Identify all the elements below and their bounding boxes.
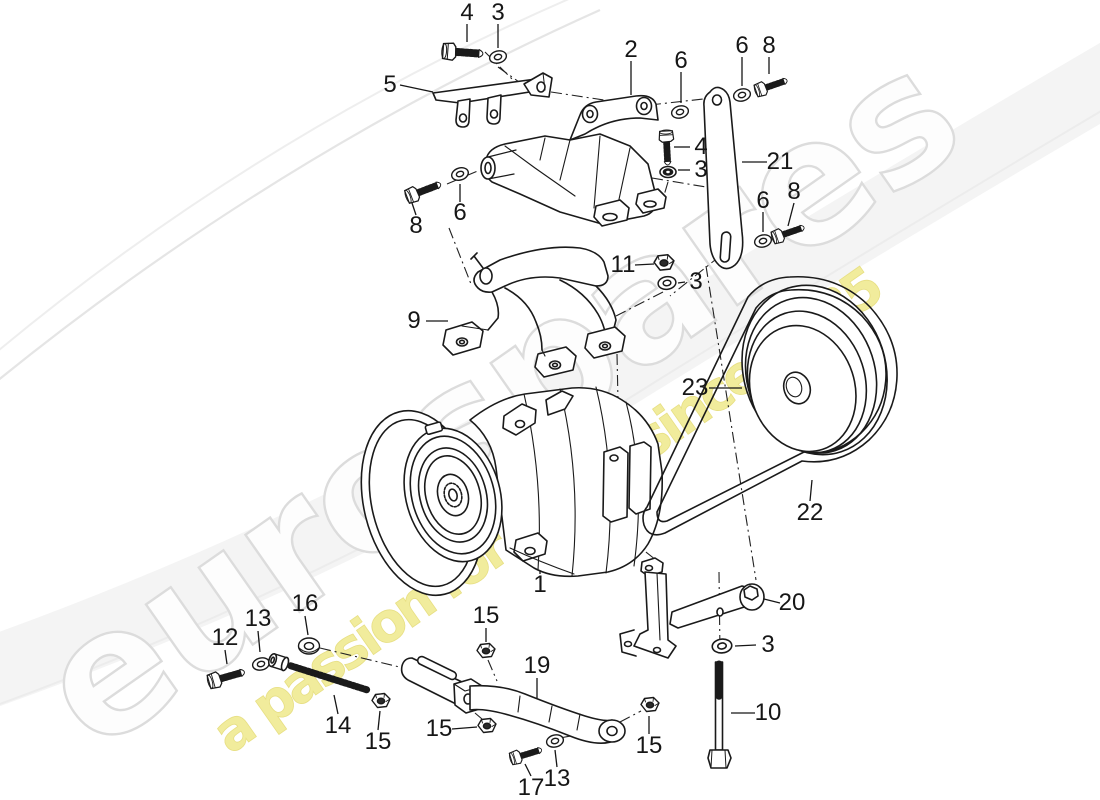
part-21-adjusting-strap xyxy=(703,86,744,270)
part-22-drive-belt xyxy=(642,275,898,536)
part-washer-6-left xyxy=(449,164,471,184)
part-bolt-10-long xyxy=(707,660,732,769)
part-bolt-4-top xyxy=(441,42,483,62)
part-nut-15-c xyxy=(477,717,497,734)
part-bolt-14-long xyxy=(267,653,371,694)
part-19-support-arm xyxy=(400,655,626,744)
part-nut-15-b xyxy=(476,642,496,659)
part-bolt-8-left xyxy=(403,177,443,205)
part-23-idler-pulley xyxy=(741,284,888,456)
part-washer-13-bot xyxy=(544,732,566,750)
part-washer-6-strap-top xyxy=(731,86,753,104)
part-20-mounting-bracket xyxy=(619,557,765,659)
part-nut-15-d xyxy=(640,696,660,713)
part-2-compressor-bracket xyxy=(480,94,667,227)
part-washer-6-a xyxy=(669,103,691,121)
part-lockwasher-3-side xyxy=(659,165,677,179)
watermark-swoosh xyxy=(0,0,1100,707)
part-1-ac-compressor xyxy=(360,386,664,597)
part-washer-3-bot xyxy=(710,637,734,655)
part-9-support-bracket xyxy=(442,246,626,378)
part-nut-15-a xyxy=(371,692,391,709)
part-grommet-16 xyxy=(297,637,321,655)
part-bolt-17 xyxy=(508,743,543,766)
part-5-retaining-plate xyxy=(432,72,553,128)
